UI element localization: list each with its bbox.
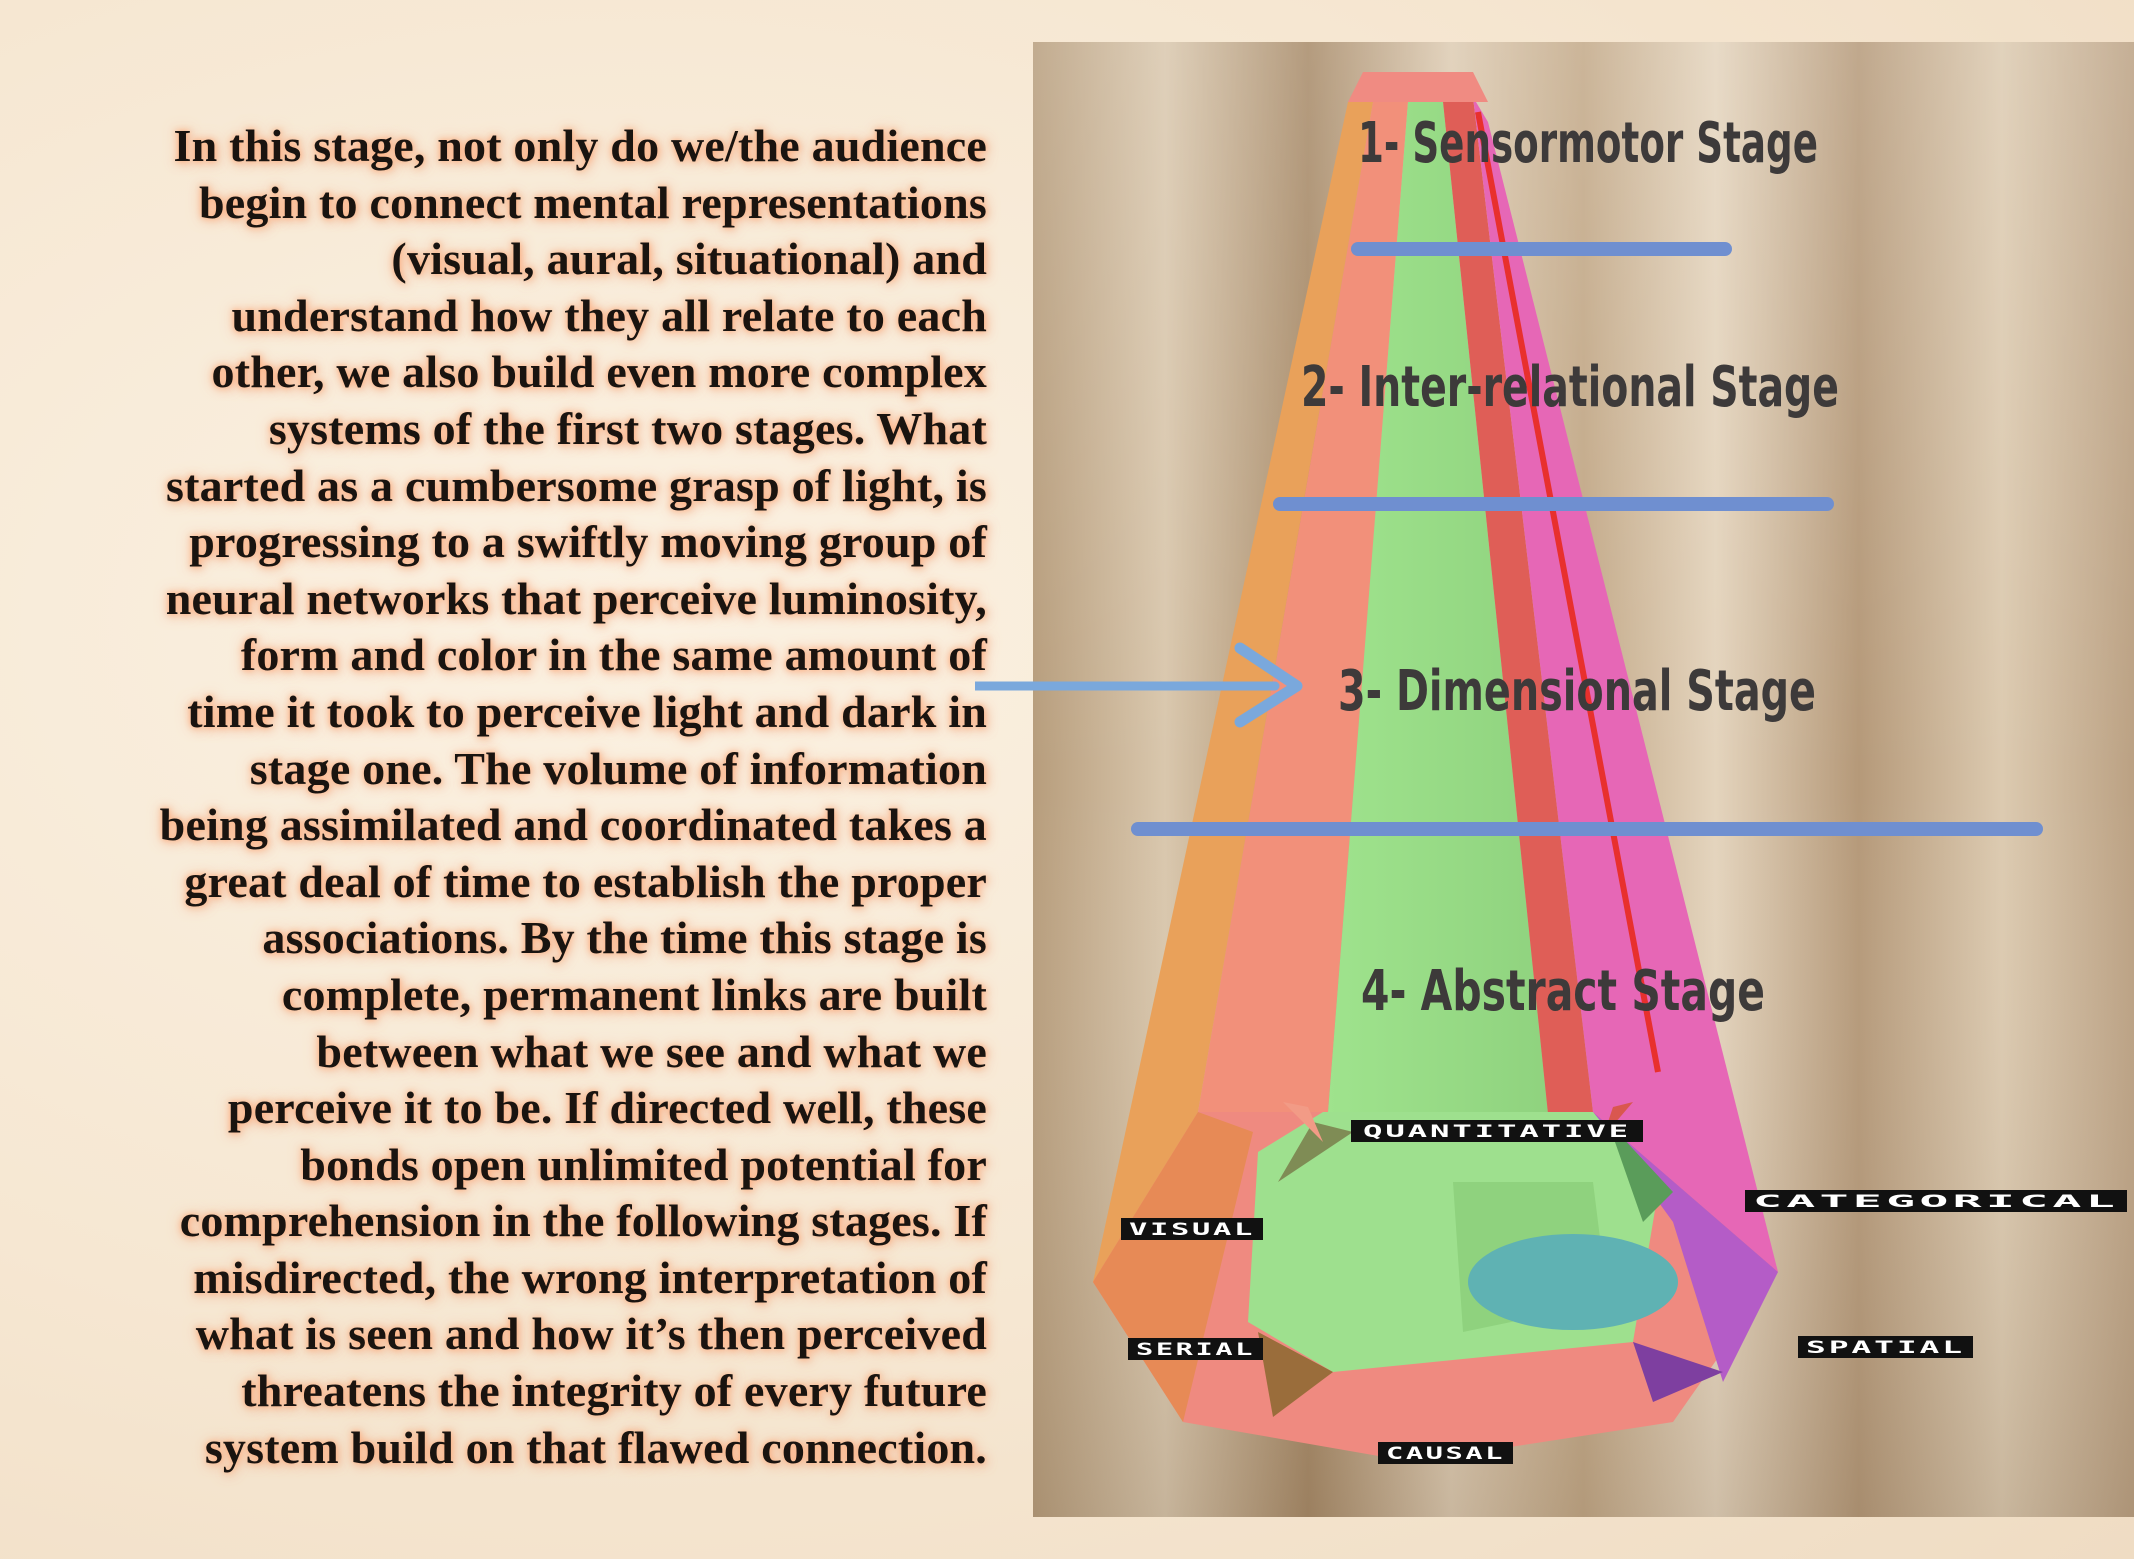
paragraph-line: being assimilated and coordinated takes … [159, 799, 987, 851]
svg-text:CAUSAL: CAUSAL [1386, 1444, 1505, 1464]
svg-text:SPATIAL: SPATIAL [1806, 1338, 1965, 1358]
facet-tag-causal: CAUSAL [1378, 1442, 1513, 1464]
svg-text:VISUAL: VISUAL [1129, 1220, 1255, 1240]
pointer-arrow-icon [975, 642, 1303, 728]
facet-tag-visual: VISUAL [1121, 1218, 1263, 1240]
paragraph-line: neural networks that perceive luminosity… [165, 572, 987, 624]
cone [1093, 72, 1778, 1462]
facet-tag-quantitative: QUANTITATIVE [1351, 1120, 1643, 1142]
paragraph-line: perceive it to be. If directed well, the… [227, 1082, 987, 1134]
paragraph-line: systems of the first two stages. What [268, 402, 987, 454]
paragraph-line: progressing to a swiftly moving group of [189, 516, 987, 568]
facet-tag-spatial: SPATIAL [1798, 1336, 1973, 1358]
svg-text:QUANTITATIVE: QUANTITATIVE [1363, 1122, 1631, 1142]
paragraph-line: misdirected, the wrong interpretation of [193, 1251, 987, 1303]
paragraph-line: between what we see and what we [316, 1025, 987, 1077]
paragraph-line: system build on that flawed connection. [204, 1421, 987, 1473]
paragraph-line: complete, permanent links are built [281, 968, 987, 1020]
cone-facet-red [1443, 97, 1593, 1162]
cone-facet-salmon [1198, 102, 1408, 1122]
cone-core-hole [1468, 1234, 1678, 1330]
stage-label-4: 4- Abstract Stage [1361, 959, 1765, 1024]
paragraph-line: understand how they all relate to each [231, 289, 987, 341]
paragraph-line: stage one. The volume of information [249, 742, 987, 794]
cone-diagram-svg: 1- Sensormotor Stage 2- Inter-relational… [1033, 42, 2134, 1517]
paragraph-line: In this stage, not only do we/the audien… [173, 120, 987, 171]
stage-label-1: 1- Sensormotor Stage [1358, 111, 1818, 176]
paragraph-line: what is seen and how it’s then perceived [195, 1308, 987, 1360]
cone-diagram: 1- Sensormotor Stage 2- Inter-relational… [1033, 42, 2134, 1517]
paragraph-line: great deal of time to establish the prop… [184, 855, 987, 907]
paragraph-line: comprehension in the following stages. I… [179, 1195, 987, 1247]
cone-facet-green [1328, 102, 1553, 1162]
paragraph-line: other, we also build even more complex [211, 346, 987, 398]
paragraph-line: time it took to perceive light and dark … [187, 685, 987, 737]
paragraph-line: associations. By the time this stage is [262, 912, 987, 964]
paragraph-line: form and color in the same amount of [240, 629, 987, 681]
paragraph-line: bonds open unlimited potential for [300, 1138, 987, 1190]
paragraph-line: threatens the integrity of every future [241, 1365, 987, 1417]
cone-facet-pink [1473, 97, 1778, 1282]
facet-tag-categorical: CATEGORICAL [1745, 1190, 2127, 1212]
paragraph-line: started as a cumbersome grasp of light, … [166, 459, 987, 511]
stage-dividers [1131, 242, 2043, 836]
svg-text:CATEGORICAL: CATEGORICAL [1753, 1192, 2119, 1212]
facet-tag-serial: SERIAL [1128, 1338, 1263, 1360]
stage-label-2: 2- Inter-relational Stage [1301, 355, 1839, 420]
cone-facet-orange [1093, 102, 1373, 1282]
svg-text:SERIAL: SERIAL [1136, 1340, 1255, 1360]
body-paragraph: In this stage, not only do we/the audien… [55, 118, 987, 1476]
stage-label-3: 3- Dimensional Stage [1338, 659, 1816, 724]
paragraph-line: (visual, aural, situational) and [391, 233, 987, 285]
paragraph-line: begin to connect mental representations [198, 176, 987, 228]
